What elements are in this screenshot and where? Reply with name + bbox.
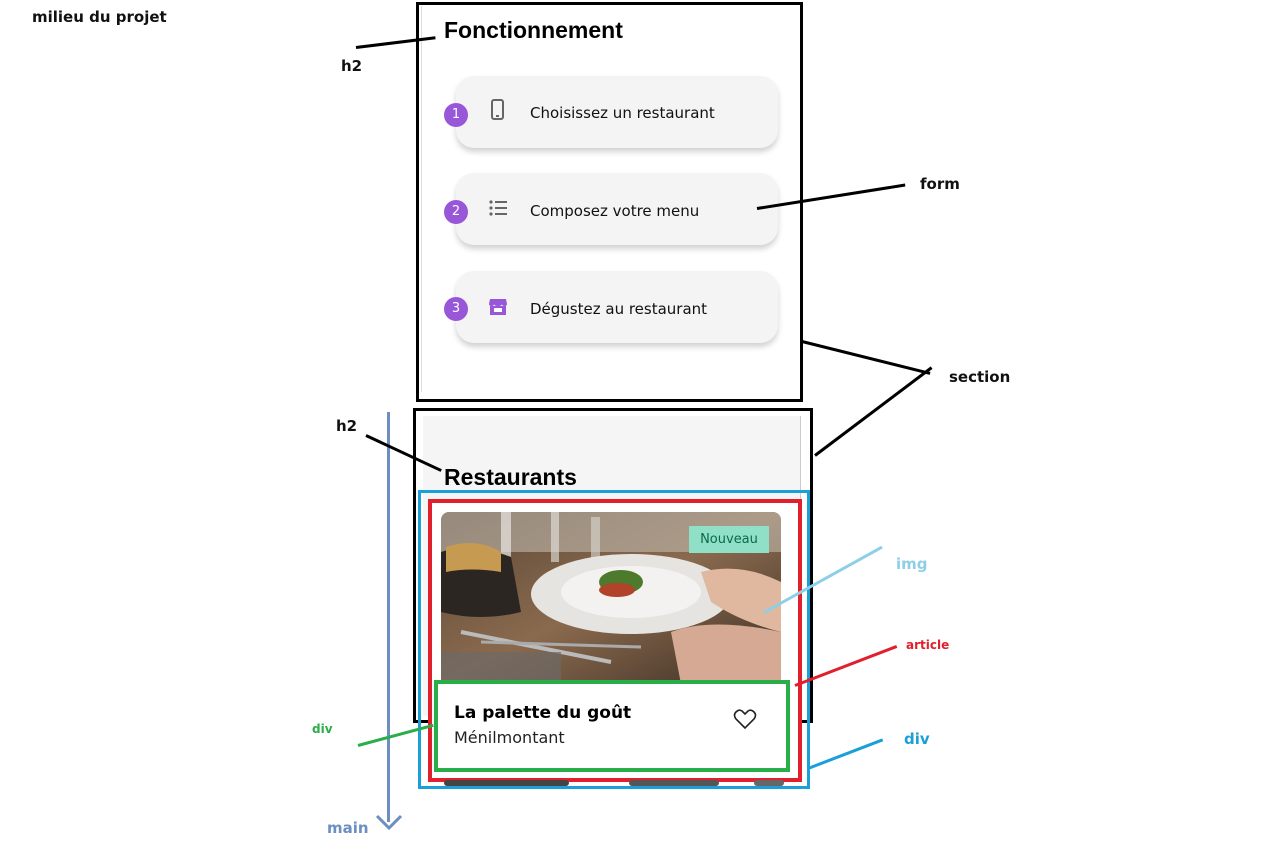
- next-card-peek: [444, 780, 784, 786]
- list-icon: [489, 200, 507, 216]
- main-arrow-line: [387, 412, 390, 822]
- restaurant-location: Ménilmontant: [454, 728, 565, 747]
- annotation-div-green: div: [312, 722, 333, 736]
- storefront-icon: [489, 299, 507, 315]
- annotation-h2-top: h2: [341, 57, 363, 75]
- pointer-line-section-top: [801, 340, 931, 375]
- how-it-works-title: Fonctionnement: [444, 17, 623, 43]
- new-badge: Nouveau: [689, 526, 769, 553]
- pointer-line-div-blue: [807, 738, 884, 770]
- restaurants-title: Restaurants: [444, 464, 577, 490]
- cards-container-outline: [418, 490, 810, 789]
- step-number-1: 1: [444, 103, 468, 127]
- heart-outline-icon[interactable]: [733, 708, 757, 730]
- section-inner-edge: [421, 6, 422, 392]
- annotation-article: article: [906, 638, 950, 652]
- smartphone-icon: [491, 99, 504, 120]
- annotation-div-blue: div: [904, 730, 930, 748]
- annotation-img: img: [896, 555, 928, 573]
- pointer-line-section-bottom: [814, 366, 933, 457]
- step-label-2: Composez votre menu: [530, 202, 700, 220]
- annotation-main: main: [327, 819, 369, 837]
- step-label-3: Dégustez au restaurant: [530, 300, 708, 318]
- annotation-section: section: [949, 368, 1011, 386]
- step-number-3: 3: [444, 297, 468, 321]
- card-info-div: [434, 680, 790, 772]
- step-card-3[interactable]: [456, 271, 778, 343]
- annotation-h2-bottom: h2: [336, 417, 358, 435]
- step-number-2: 2: [444, 200, 468, 224]
- annotation-form: form: [920, 175, 960, 193]
- step-card-2[interactable]: [456, 173, 778, 245]
- step-label-1: Choisissez un restaurant: [530, 104, 715, 122]
- main-arrow-head: [375, 814, 403, 831]
- corner-note: milieu du projet: [32, 8, 167, 26]
- restaurant-name: La palette du goût: [454, 703, 632, 723]
- step-card-1[interactable]: [456, 76, 778, 148]
